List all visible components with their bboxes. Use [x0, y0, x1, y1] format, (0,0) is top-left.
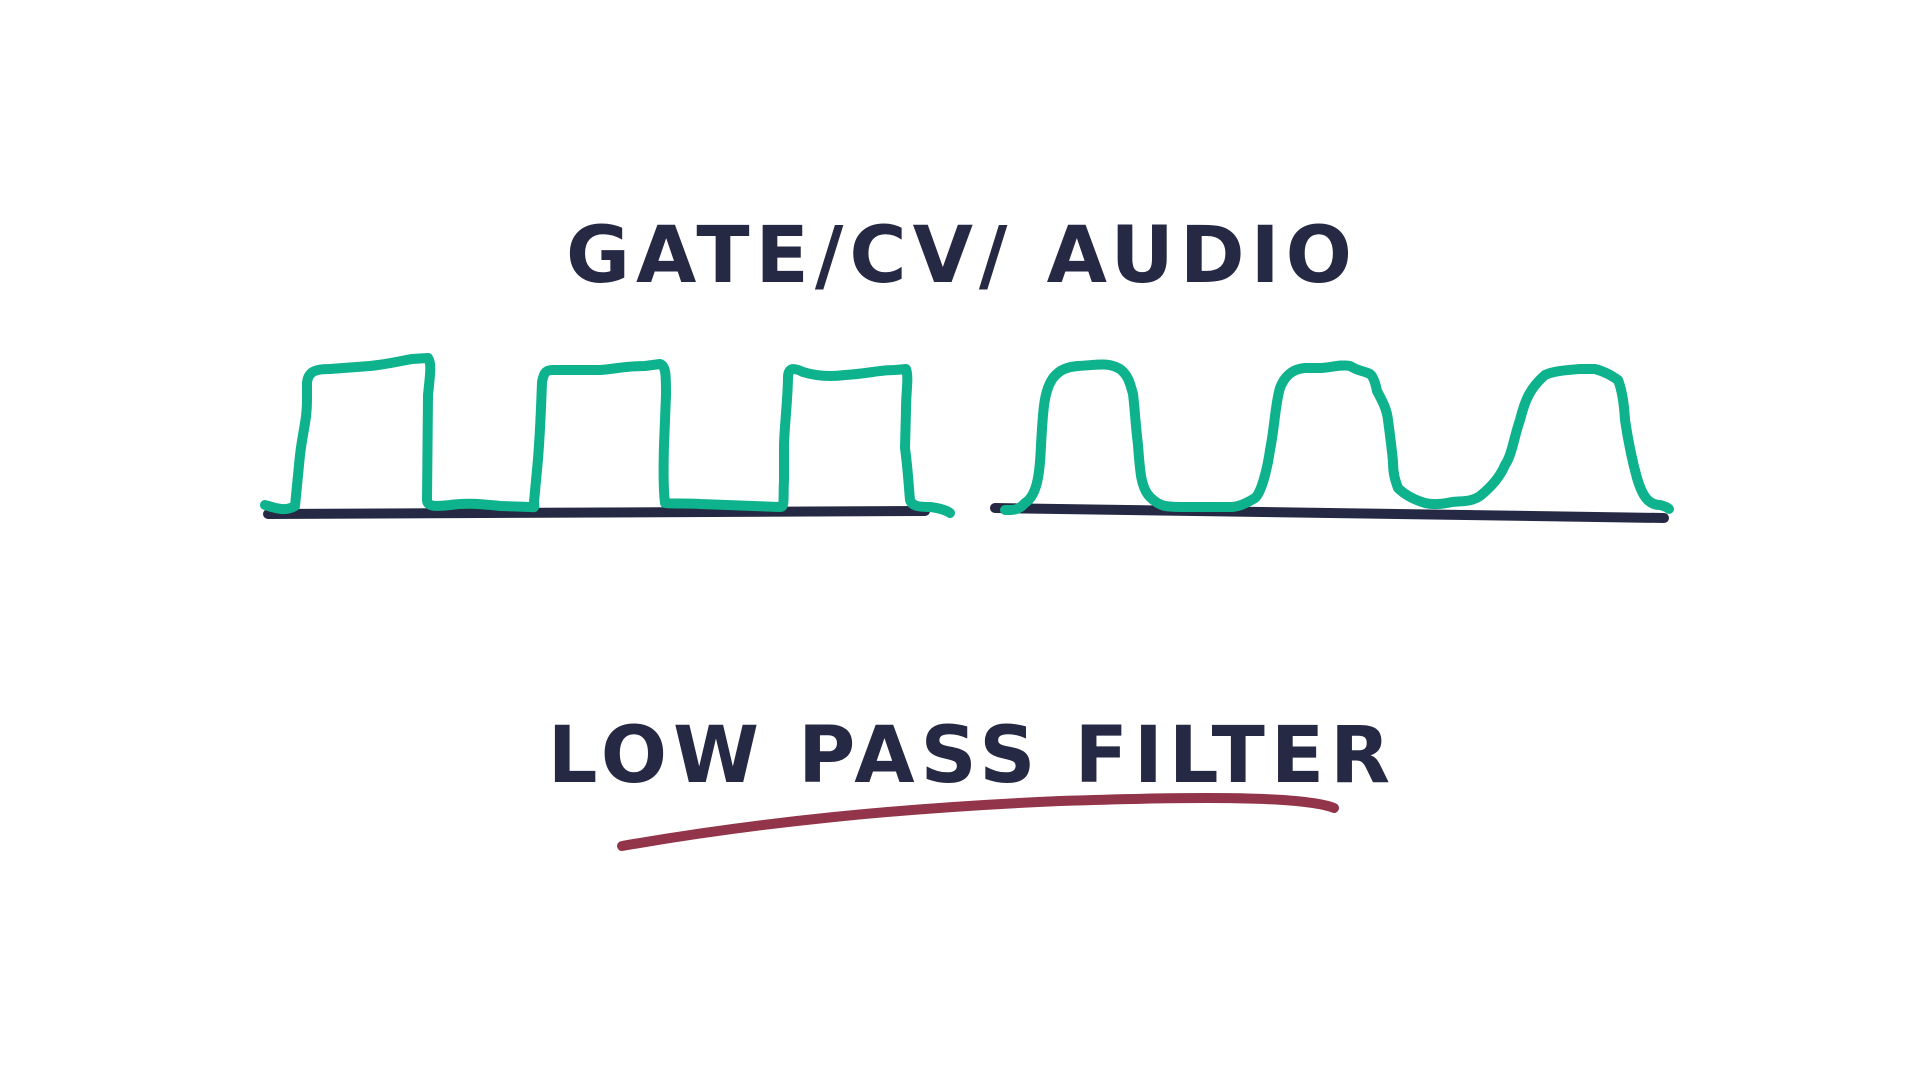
top-title: GATE/CV/ AUDIO — [566, 211, 1358, 301]
rounded-wave-signal — [1000, 359, 1674, 516]
right-baseline — [990, 503, 1669, 523]
title-underline — [617, 792, 1339, 851]
bottom-title: LOW PASS FILTER — [548, 711, 1396, 801]
square-wave-signal — [260, 353, 955, 518]
left-baseline — [263, 506, 930, 519]
